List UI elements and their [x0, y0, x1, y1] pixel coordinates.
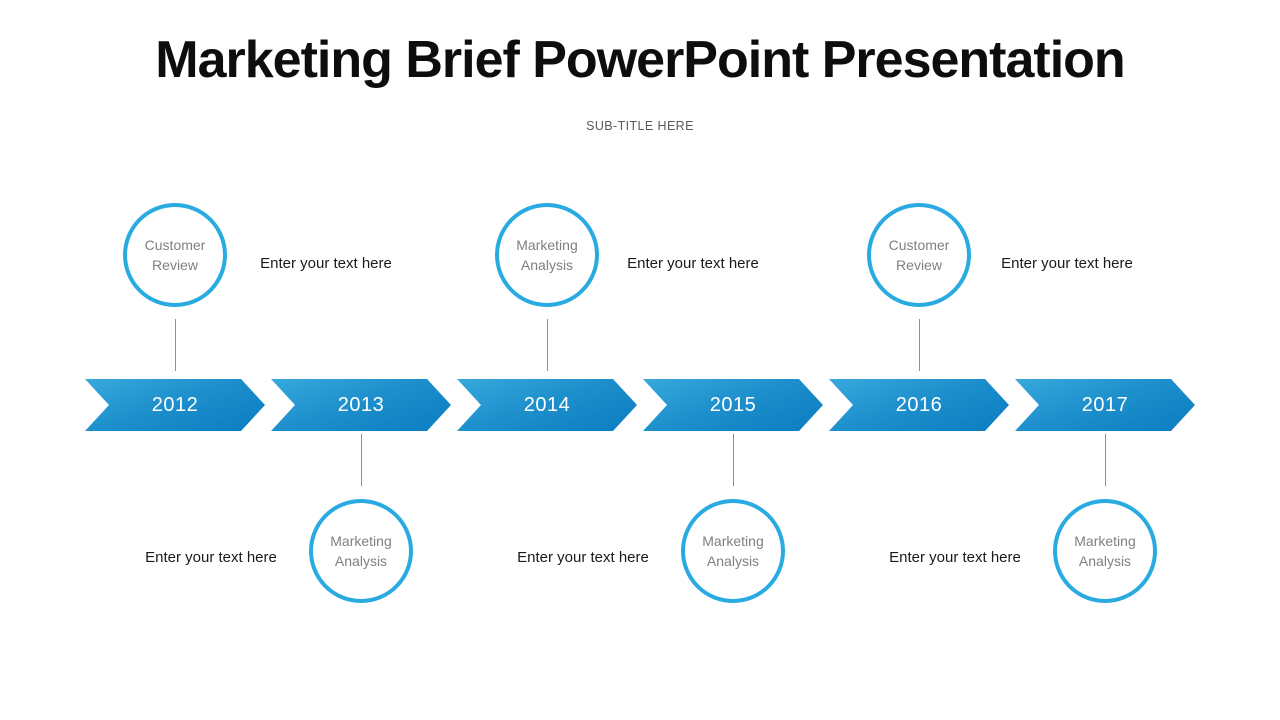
milestone-circle-label: Marketing Analysis [702, 532, 764, 569]
milestone-circle-2016: Customer Review [867, 203, 971, 307]
connector-line [919, 319, 920, 371]
year-chevron-2015: 2015 [643, 379, 823, 431]
placeholder-text-2017: Enter your text here [889, 549, 1021, 566]
year-label: 2015 [709, 393, 757, 416]
milestone-circle-2012: Customer Review [123, 203, 227, 307]
milestone-circle-label: Customer Review [888, 236, 950, 273]
placeholder-text-2014: Enter your text here [627, 255, 759, 272]
milestone-circle-2014: Marketing Analysis [495, 203, 599, 307]
milestone-circle-2013: Marketing Analysis [309, 499, 413, 603]
year-chevron-2017: 2017 [1015, 379, 1195, 431]
year-label: 2014 [523, 393, 571, 416]
placeholder-text-2015: Enter your text here [517, 549, 649, 566]
slide-title: Marketing Brief PowerPoint Presentation [155, 31, 1125, 89]
placeholder-text-2013: Enter your text here [145, 549, 277, 566]
milestone-circle-label: Marketing Analysis [330, 532, 392, 569]
milestone-circle-label: Customer Review [144, 236, 206, 273]
placeholder-text-2016: Enter your text here [1001, 255, 1133, 272]
year-label: 2013 [337, 393, 385, 416]
year-chevron-2014: 2014 [457, 379, 637, 431]
connector-line [547, 319, 548, 371]
year-label: 2017 [1081, 393, 1129, 416]
placeholder-text-2012: Enter your text here [260, 255, 392, 272]
year-label: 2012 [151, 393, 199, 416]
slide-subtitle: SUB-TITLE HERE [586, 119, 694, 133]
year-chevron-2016: 2016 [829, 379, 1009, 431]
milestone-circle-2017: Marketing Analysis [1053, 499, 1157, 603]
year-label: 2016 [895, 393, 943, 416]
milestone-circle-label: Marketing Analysis [1074, 532, 1136, 569]
connector-line [361, 434, 362, 486]
connector-line [733, 434, 734, 486]
year-chevron-2013: 2013 [271, 379, 451, 431]
milestone-circle-2015: Marketing Analysis [681, 499, 785, 603]
connector-line [1105, 434, 1106, 486]
milestone-circle-label: Marketing Analysis [516, 236, 578, 273]
year-chevron-2012: 2012 [85, 379, 265, 431]
connector-line [175, 319, 176, 371]
